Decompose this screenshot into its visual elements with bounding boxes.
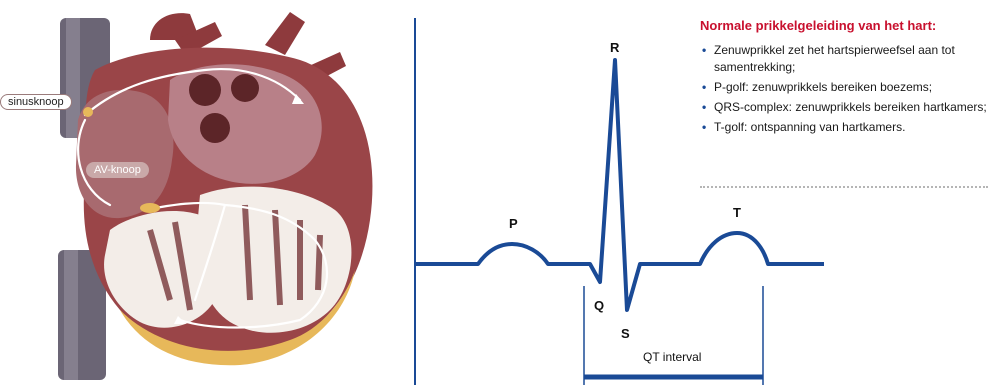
t-wave-label: T bbox=[733, 205, 741, 220]
info-item-text: Zenuwprikkel zet het hartspierweefsel aa… bbox=[714, 43, 955, 74]
p-wave-label: P bbox=[509, 216, 518, 231]
bullet-icon: • bbox=[702, 119, 706, 136]
info-item-text: QRS-complex: zenuwprikkels bereiken hart… bbox=[714, 100, 987, 114]
r-wave-label: R bbox=[610, 40, 619, 55]
info-item: • T-golf: ontspanning van hartkamers. bbox=[700, 119, 990, 136]
info-item-text: T-golf: ontspanning van hartkamers. bbox=[714, 120, 905, 134]
q-wave-label: Q bbox=[594, 298, 604, 313]
bullet-icon: • bbox=[702, 42, 706, 59]
dotted-divider bbox=[700, 186, 988, 188]
info-title: Normale prikkelgeleiding van het hart: bbox=[700, 18, 936, 33]
info-item: • P-golf: zenuwprikkels bereiken boezems; bbox=[700, 79, 990, 96]
s-wave-label: S bbox=[621, 326, 630, 341]
info-list: • Zenuwprikkel zet het hartspierweefsel a… bbox=[700, 42, 990, 139]
info-item: • Zenuwprikkel zet het hartspierweefsel a… bbox=[700, 42, 990, 76]
qt-interval-label: QT interval bbox=[643, 350, 701, 364]
bullet-icon: • bbox=[702, 99, 706, 116]
bullet-icon: • bbox=[702, 79, 706, 96]
info-item-text: P-golf: zenuwprikkels bereiken boezems; bbox=[714, 80, 932, 94]
info-item: • QRS-complex: zenuwprikkels bereiken har… bbox=[700, 99, 990, 116]
